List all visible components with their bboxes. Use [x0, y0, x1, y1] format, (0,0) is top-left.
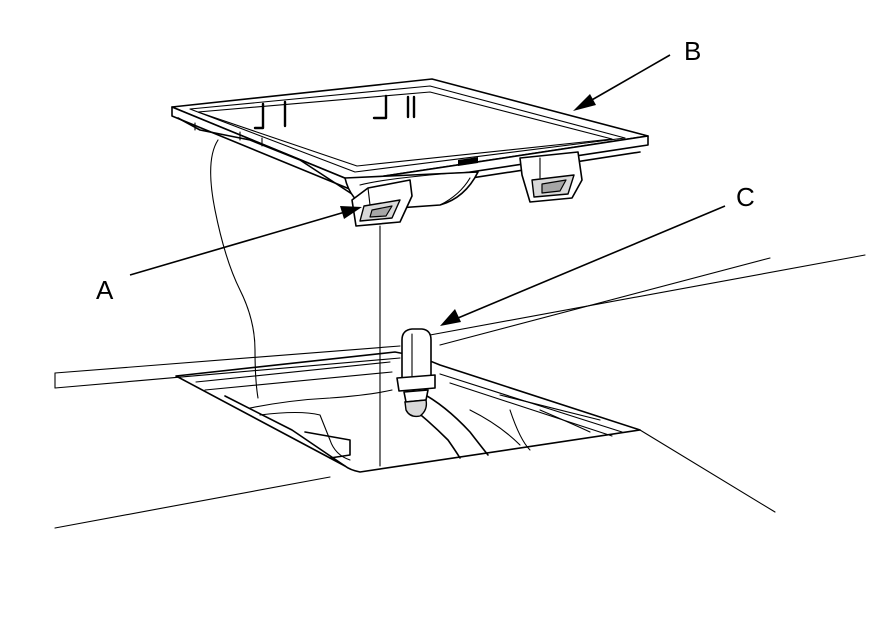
- alignment-lines: [210, 139, 381, 467]
- callout-c: C: [440, 182, 755, 326]
- callout-a-label: A: [96, 275, 114, 305]
- callout-b: B: [573, 36, 701, 111]
- callout-c-label: C: [736, 182, 755, 212]
- callout-a: A: [96, 206, 362, 305]
- retaining-clip: [396, 328, 436, 418]
- lid-hook-tab-rear: [519, 151, 583, 203]
- callout-b-label: B: [684, 36, 701, 66]
- lid-hook-tab-front: [351, 179, 413, 227]
- trim-panel: [54, 254, 866, 529]
